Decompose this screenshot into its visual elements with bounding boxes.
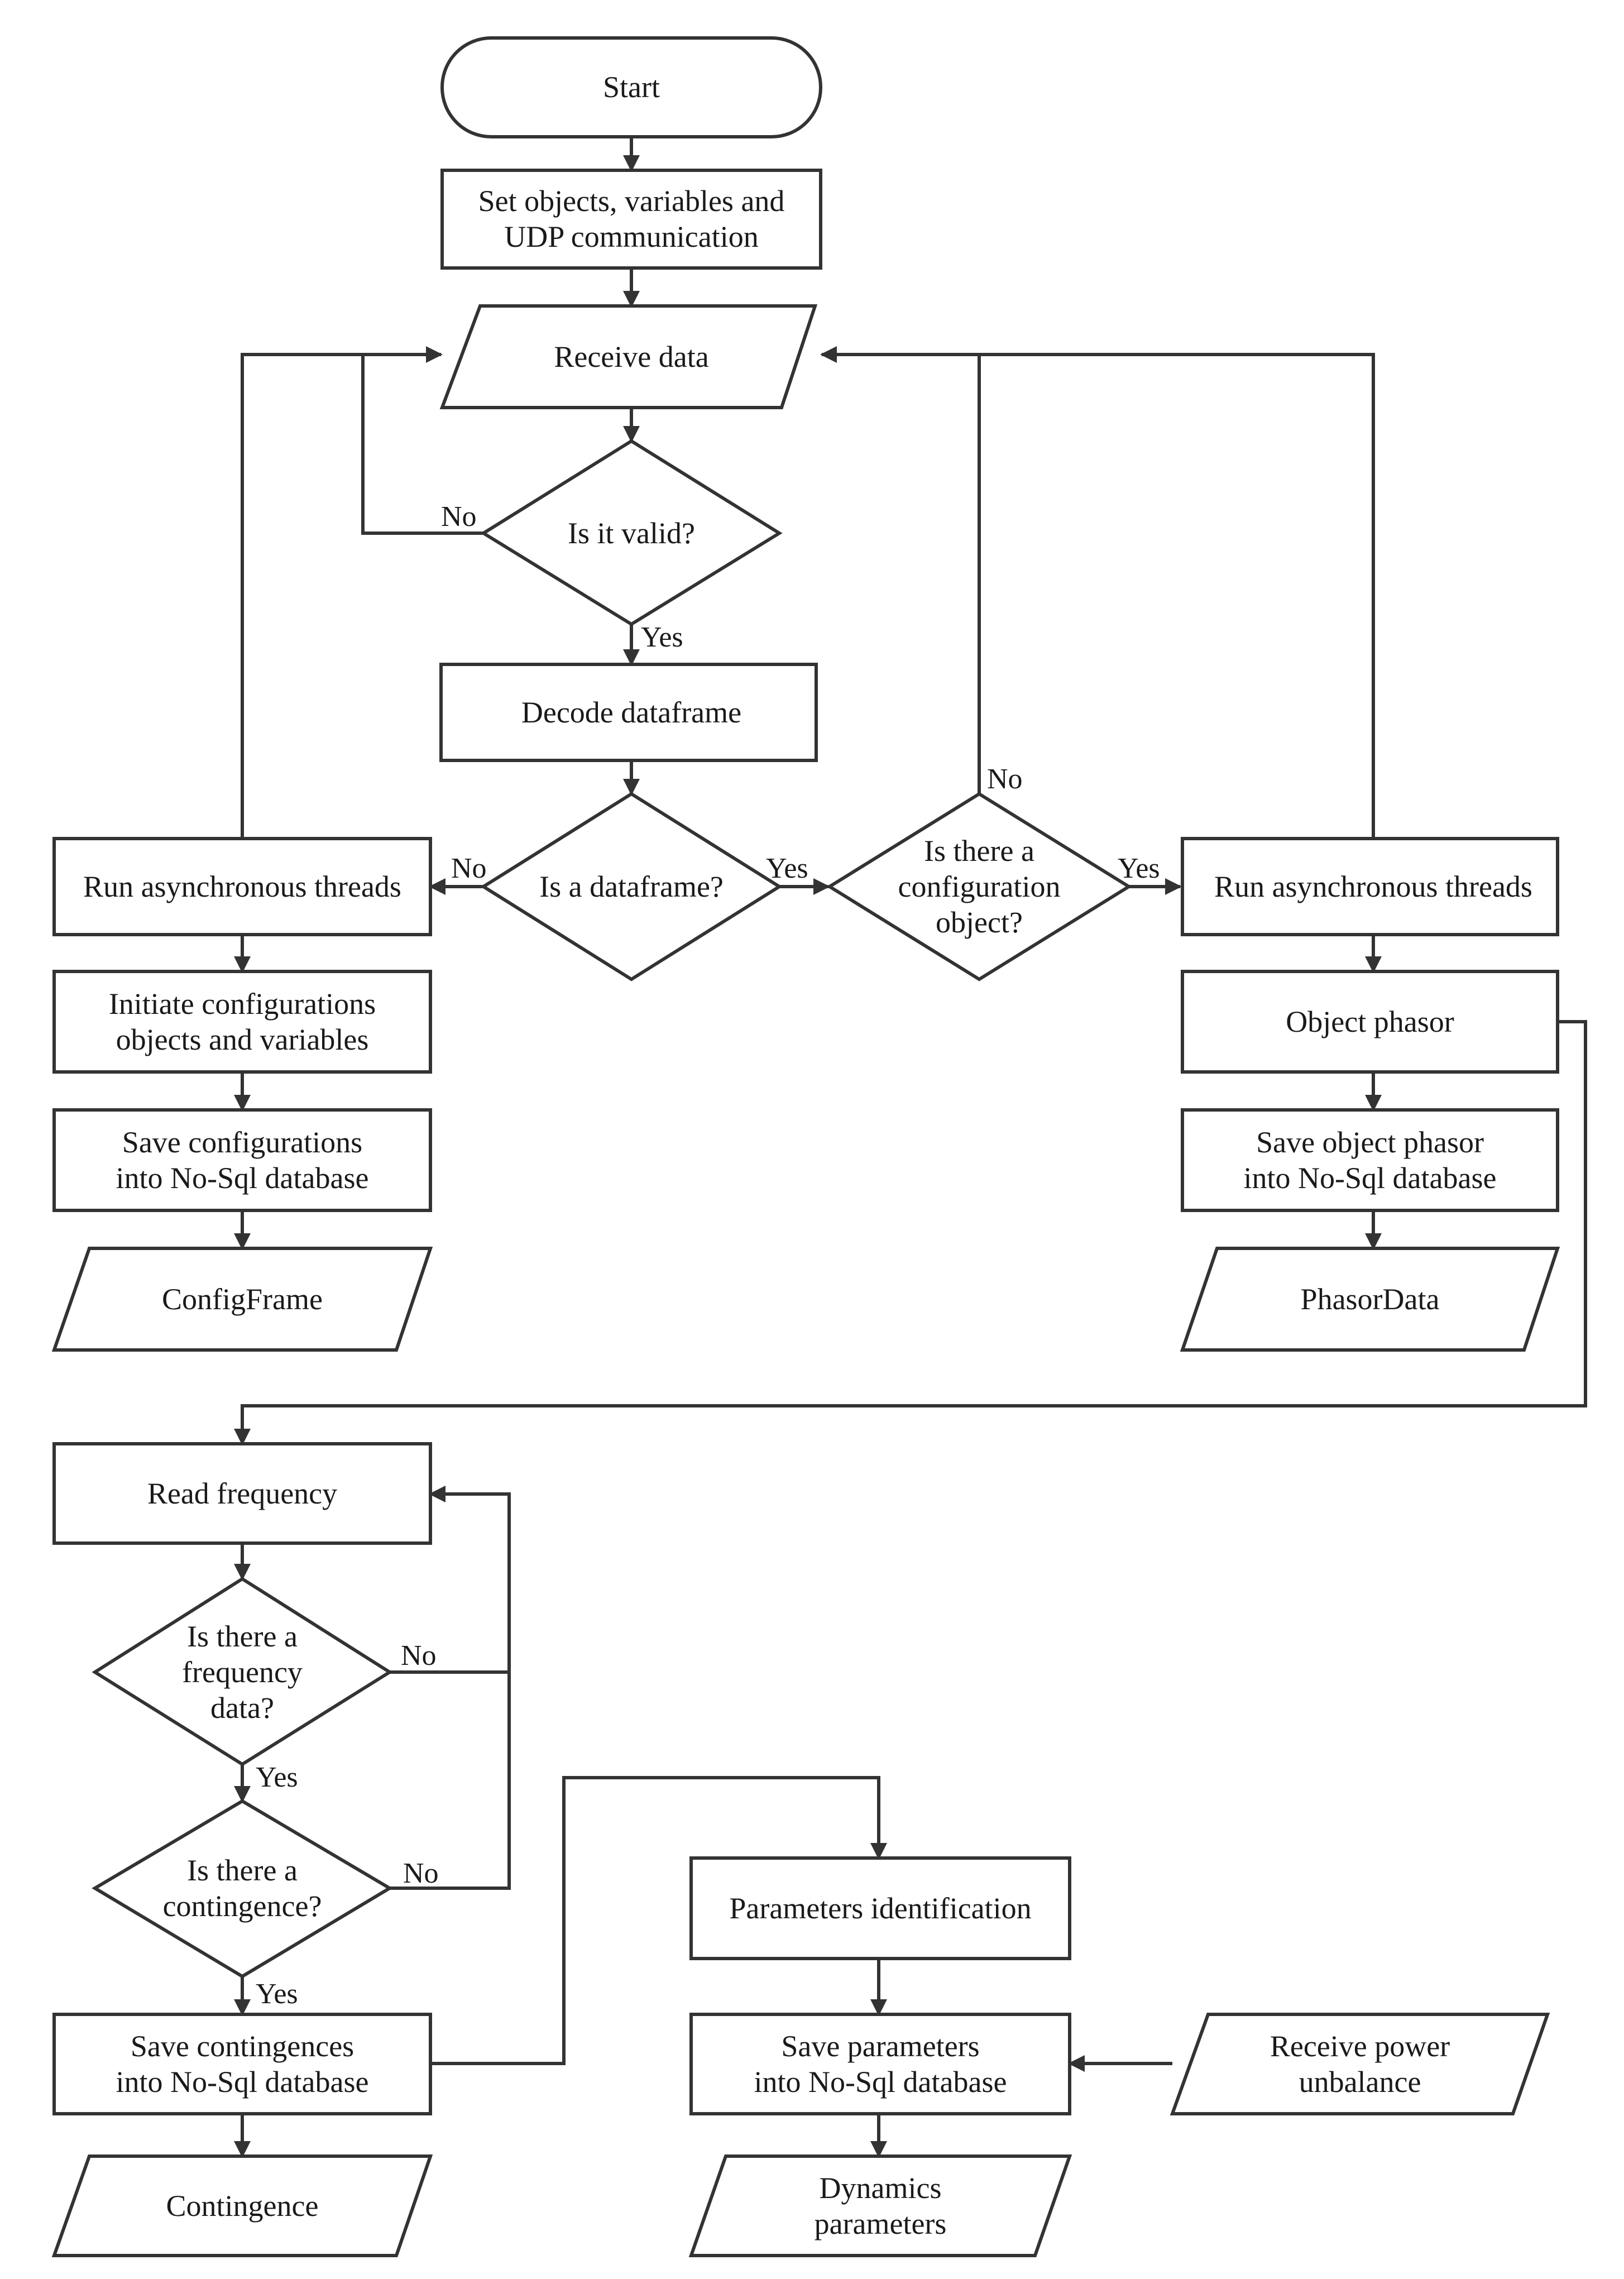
is-valid-label-line-1: Is it valid?: [568, 516, 695, 550]
contingence-no-label: No: [403, 1857, 439, 1889]
is-config-decision: [826, 792, 1132, 981]
receive-power-label-line-2: unbalance: [1299, 2065, 1421, 2099]
freq-no-label: No: [401, 1640, 437, 1672]
start-terminator: [440, 36, 822, 138]
receive-data-io: [439, 304, 818, 409]
save-phasor-label-line-2: into No-Sql database: [1244, 1161, 1497, 1195]
config-yes-label: Yes: [1118, 853, 1160, 884]
edge-labels: No Yes No Yes No Yes No Yes No Yes: [256, 501, 1160, 2010]
receive-data-label-line-1: Receive data: [554, 340, 708, 374]
edge-savecont-to-params: [430, 1776, 887, 2065]
edge-config-no-loop: [820, 346, 981, 794]
is-valid-decision: [480, 439, 783, 626]
is-freq-label-line-1: Is there a: [187, 1620, 298, 1653]
receive-power-io: [1170, 2013, 1550, 2115]
shapes: [51, 36, 1560, 2257]
save-config-box: [52, 1108, 432, 1212]
dataframe-no-label: No: [451, 853, 487, 884]
valid-yes-label: Yes: [641, 621, 683, 653]
params-id-box: [689, 1856, 1071, 1960]
set-objects-label-line-2: UDP communication: [504, 220, 758, 253]
dyn-params-label-line-2: parameters: [815, 2207, 947, 2240]
is-dataframe-label-line-1: Is a dataframe?: [539, 870, 724, 903]
save-phasor-label-line-1: Save object phasor: [1256, 1126, 1484, 1159]
run-async-left-label-line-1: Run asynchronous threads: [83, 870, 401, 903]
dyn-params-label-line-1: Dynamics: [820, 2171, 942, 2205]
run-async-left-box: [52, 837, 432, 936]
edge-valid-no-loop: [361, 346, 483, 535]
read-freq-label-line-1: Read frequency: [147, 1477, 337, 1510]
init-config-label-line-2: objects and variables: [116, 1023, 369, 1056]
is-freq-decision: [92, 1577, 393, 1766]
dataframe-yes-label: Yes: [766, 853, 808, 884]
connectors: [234, 137, 1587, 2158]
is-config-label-line-3: object?: [936, 906, 1023, 939]
config-frame-io: [51, 1247, 433, 1352]
set-objects-label-line-1: Set objects, variables and: [478, 184, 785, 218]
contingence-label-line-1: Contingence: [166, 2189, 319, 2223]
is-contingence-decision: [92, 1799, 393, 1979]
dynamics-params-io: [688, 2154, 1072, 2257]
contingence-io: [51, 2154, 433, 2257]
phasor-data-label-line-1: PhasorData: [1301, 1282, 1440, 1316]
is-contingence-label-line-2: contingence?: [163, 1889, 322, 1923]
edge-phasor-to-readfreq: [234, 1020, 1587, 1445]
run-async-right-label-line-1: Run asynchronous threads: [1214, 870, 1532, 903]
is-freq-label-line-3: data?: [210, 1691, 274, 1725]
decode-dataframe-box: [439, 663, 818, 762]
is-config-label-line-1: Is there a: [924, 834, 1034, 868]
object-phasor-box: [1181, 970, 1559, 1074]
edge-right-thread-loop: [979, 353, 1375, 839]
config-frame-label-line-1: ConfigFrame: [162, 1282, 323, 1316]
save-contingences-label-line-1: Save contingences: [131, 2029, 354, 2063]
edge-freq-no-loop: [390, 1486, 511, 1674]
is-freq-label-line-2: frequency: [182, 1655, 303, 1689]
save-params-box: [689, 2013, 1071, 2115]
decode-label-line-1: Decode dataframe: [521, 696, 741, 729]
set-objects-box: [440, 169, 822, 270]
config-no-label: No: [987, 763, 1023, 795]
save-config-label-line-1: Save configurations: [122, 1126, 362, 1159]
save-contingences-label-line-2: into No-Sql database: [116, 2065, 369, 2099]
save-contingences-box: [52, 2013, 432, 2115]
init-config-box: [52, 970, 432, 1074]
object-phasor-label-line-1: Object phasor: [1286, 1005, 1454, 1038]
is-dataframe-decision: [480, 792, 783, 981]
read-frequency-box: [52, 1442, 432, 1545]
save-params-label-line-1: Save parameters: [781, 2029, 979, 2063]
save-config-label-line-2: into No-Sql database: [116, 1161, 369, 1195]
is-contingence-label-line-1: Is there a: [187, 1854, 298, 1887]
contingence-yes-label: Yes: [256, 1978, 298, 2010]
edge-contingence-no-loop: [390, 1672, 511, 1890]
receive-power-label-line-1: Receive power: [1270, 2029, 1450, 2063]
phasor-data-io: [1180, 1247, 1560, 1352]
is-config-label-line-2: configuration: [898, 870, 1061, 903]
freq-yes-label: Yes: [256, 1761, 298, 1793]
save-params-label-line-2: into No-Sql database: [754, 2065, 1007, 2099]
valid-no-label: No: [441, 501, 477, 533]
run-async-right-box: [1181, 837, 1559, 936]
save-phasor-box: [1181, 1108, 1559, 1212]
init-config-label-line-1: Initiate configurations: [109, 987, 376, 1021]
edge-left-thread-loop: [241, 353, 363, 839]
params-id-label-line-1: Parameters identification: [729, 1892, 1031, 1925]
start-label-line-1: Start: [603, 70, 660, 104]
